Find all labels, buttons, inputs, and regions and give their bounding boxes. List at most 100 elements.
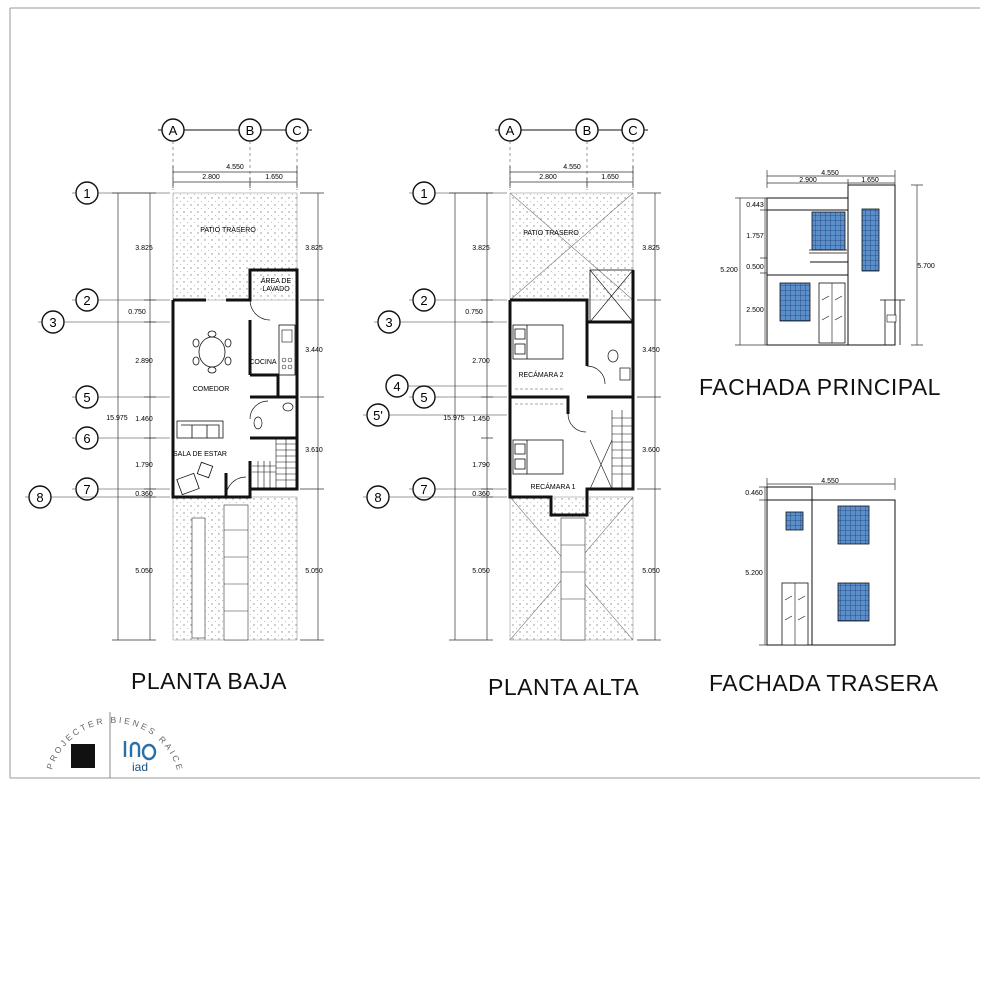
- patio-area: [172, 192, 298, 301]
- void-cross: [509, 192, 634, 301]
- axis-label: 5': [373, 408, 383, 423]
- dim-label: 5.700: [917, 263, 935, 270]
- dim-label: 2.800: [202, 174, 220, 181]
- upper-stairs: [589, 410, 633, 490]
- sink: [282, 402, 294, 412]
- dim-label: 0.460: [745, 490, 763, 497]
- axis-label: 2: [83, 293, 90, 308]
- bed-bedroom-2: [512, 324, 564, 360]
- dim-label: 4.550: [821, 478, 839, 485]
- closet: [515, 388, 565, 405]
- logo-arc-text: PROJECTER BIENES RAICES: [0, 0, 186, 773]
- dim-label: 1.650: [861, 177, 879, 184]
- dim-label: 0.443: [746, 202, 764, 209]
- upper-row-axes: 1 2 3 4 5 5' 7 8: [363, 181, 507, 509]
- dim-label: 0.360: [135, 491, 153, 498]
- iad-mark-icon: [123, 741, 157, 761]
- upper-column-axes: A B C: [495, 118, 648, 190]
- axis-label: 6: [83, 431, 90, 446]
- dim-label: 2.700: [472, 358, 490, 365]
- dim-label: 3.825: [135, 245, 153, 252]
- sofa: [176, 420, 224, 439]
- ground-right-dimensions: 3.825 3.440 3.610 5.050: [300, 192, 324, 641]
- dim-label: 2.900: [799, 177, 817, 184]
- rear-window-small: [785, 511, 804, 531]
- meter-box: [886, 314, 897, 323]
- axis-label: A: [506, 123, 515, 138]
- axis-label: B: [583, 123, 592, 138]
- door-swing: [586, 365, 606, 385]
- rear-facade-dimensions: 4.550 0.460 5.200: [745, 478, 896, 646]
- axis-label: 3: [385, 315, 392, 330]
- dim-label: 2.800: [539, 174, 557, 181]
- dim-label: 3.600: [642, 447, 660, 454]
- title-rear-facade: FACHADA TRASERA: [709, 670, 939, 696]
- axis-label: C: [628, 123, 637, 138]
- front-facade-dimensions: 4.550 2.900 1.650 0.443 1.757 0.500 2.50…: [720, 170, 935, 346]
- door-swing: [225, 476, 247, 498]
- front-window-tall: [861, 208, 880, 272]
- door-swing: [249, 400, 269, 420]
- dim-label: 5.050: [472, 568, 490, 575]
- dim-label: 2.890: [135, 358, 153, 365]
- bed-bedroom-1: [512, 439, 564, 475]
- ground-walls: [171, 268, 299, 499]
- upper-left-dimensions: 15.975 3.825 0.750 2.700 1.450 1.790 0.3…: [443, 192, 493, 641]
- dim-label: 3.825: [305, 245, 323, 252]
- title-ground-floor: PLANTA BAJA: [131, 668, 287, 694]
- door-swing: [249, 299, 271, 321]
- front-facade: 4.550 2.900 1.650 0.443 1.757 0.500 2.50…: [720, 170, 935, 346]
- dim-label: 15.975: [106, 415, 128, 422]
- axis-label: 5: [83, 390, 90, 405]
- rear-window-upper: [837, 505, 870, 545]
- toilet: [607, 349, 619, 363]
- stairs: [252, 438, 297, 489]
- side-table: [196, 461, 214, 479]
- axis-label: 2: [420, 293, 427, 308]
- void-shaft: [589, 269, 634, 323]
- room-label-patio: PATIO TRASERO: [523, 230, 579, 237]
- upper-top-dimensions: 4.550 2.800 1.650: [509, 164, 634, 188]
- dim-label: 2.500: [746, 307, 764, 314]
- room-label-living: SALA DE ESTAR: [173, 451, 227, 458]
- dim-label: 5.050: [305, 568, 323, 575]
- door-swing: [567, 413, 587, 433]
- dim-label: 0.360: [472, 491, 490, 498]
- dim-label: 1.790: [472, 462, 490, 469]
- armchair: [176, 472, 200, 496]
- rear-facade: 4.550 0.460 5.200: [745, 478, 896, 646]
- ground-left-dimensions: 15.975 3.825 0.750 2.890 1.460 1.790 0.3…: [106, 192, 156, 641]
- driveway-pavers: [191, 504, 249, 641]
- dim-label: 5.050: [135, 568, 153, 575]
- axis-label: 4: [393, 379, 400, 394]
- title-upper-floor: PLANTA ALTA: [488, 674, 640, 700]
- dim-label: 5.200: [745, 570, 763, 577]
- ground-floor-plan: A B C 1 2 3 5 6 7 8: [25, 118, 324, 641]
- axis-label: 1: [83, 186, 90, 201]
- dim-label: 15.975: [443, 415, 465, 422]
- axis-label: 7: [420, 482, 427, 497]
- upper-walls: [508, 270, 635, 517]
- dim-label: 0.750: [128, 309, 146, 316]
- dim-label: 0.750: [465, 309, 483, 316]
- axis-label: C: [292, 123, 301, 138]
- axis-label: 1: [420, 186, 427, 201]
- dim-label: 0.500: [746, 264, 764, 271]
- dim-label: 4.550: [821, 170, 839, 177]
- ground-column-axes: A B C: [158, 118, 312, 190]
- upper-floor-plan: A B C 1 2 3 4 5 5' 7 8: [363, 118, 661, 641]
- dim-label: 3.825: [472, 245, 490, 252]
- ground-row-axes: 1 2 3 5 6 7 8: [25, 181, 170, 509]
- axis-label: A: [169, 123, 178, 138]
- axis-label: 8: [374, 490, 381, 505]
- dining-table: [192, 330, 232, 374]
- dim-label: 1.757: [746, 233, 764, 240]
- front-window-lower: [779, 282, 811, 322]
- dim-label: 3.825: [642, 245, 660, 252]
- dim-label: 1.650: [601, 174, 619, 181]
- room-label-dining: COMEDOR: [193, 386, 230, 393]
- front-window-upper: [811, 211, 846, 251]
- kitchen-counter: [278, 324, 296, 376]
